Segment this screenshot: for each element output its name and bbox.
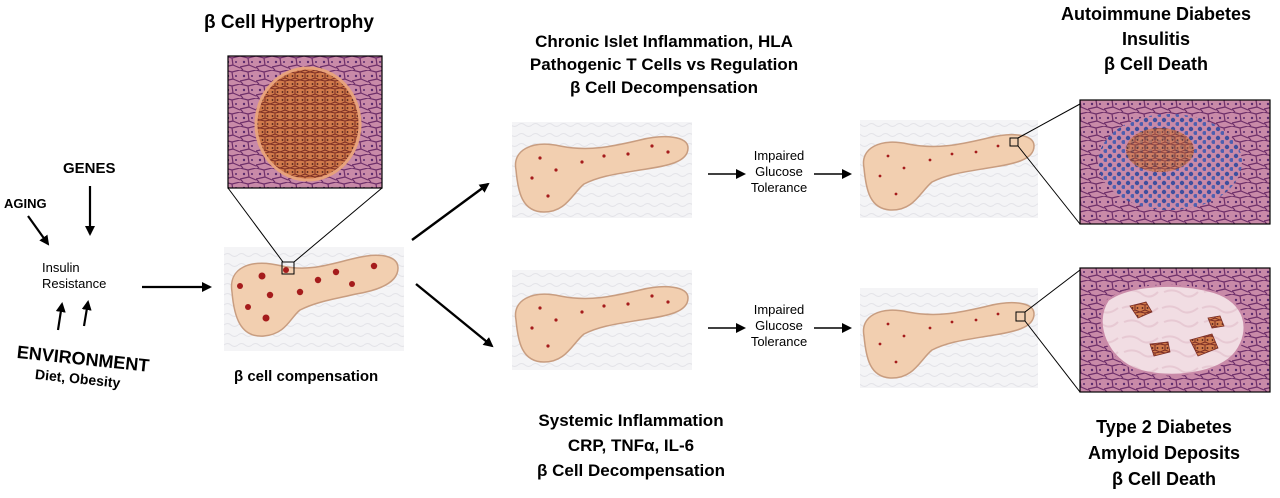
- top-pancreas-1: [512, 122, 692, 218]
- bottom-igt-label: Impaired Glucose Tolerance: [744, 302, 814, 350]
- top-path-title-line3: β Cell Decompensation: [570, 78, 758, 97]
- bottom-zoom-lines: [1024, 269, 1081, 393]
- insulin-resistance-line1: Insulin: [42, 260, 80, 275]
- top-igt-line2: Glucose: [755, 164, 803, 179]
- bottom-outcome-line1: Type 2 Diabetes: [1096, 417, 1232, 437]
- top-path-title: Chronic Islet Inflammation, HLA Pathogen…: [506, 30, 822, 99]
- insulitis-tissue-image: [1079, 99, 1271, 225]
- top-zoom-lines: [1017, 103, 1081, 225]
- bottom-outcome-line3: β Cell Death: [1111, 469, 1216, 489]
- hypertrophy-zoom-lines: [227, 187, 383, 263]
- bottom-path-title-line3: β Cell Decompensation: [537, 461, 725, 480]
- genes-label: GENES: [63, 160, 116, 177]
- bottom-pancreas-2: [860, 288, 1038, 388]
- top-outcome-line1: Autoimmune Diabetes: [1060, 4, 1252, 24]
- top-path-title-line1: Chronic Islet Inflammation, HLA: [535, 32, 793, 51]
- bottom-outcome-label: Type 2 Diabetes Amyloid Deposits β Cell …: [1056, 414, 1272, 492]
- insulin-resistance-label: Insulin Resistance: [42, 260, 106, 292]
- top-igt-label: Impaired Glucose Tolerance: [744, 148, 814, 196]
- igt-arrows: [708, 169, 852, 333]
- hypertrophy-title: β Cell Hypertrophy: [204, 12, 374, 33]
- insulin-resistance-line2: Resistance: [42, 276, 107, 291]
- top-pancreas-2: [860, 120, 1038, 218]
- bottom-path-title-line1: Systemic Inflammation: [538, 411, 724, 430]
- top-path-title-line2: Pathogenic T Cells vs Regulation: [529, 55, 799, 74]
- hypertrophy-tissue-image: [227, 55, 383, 189]
- bottom-outcome-line2: Amyloid Deposits: [1087, 443, 1241, 463]
- compensation-pancreas-panel: [224, 247, 404, 351]
- compensation-caption: β cell compensation: [234, 368, 379, 385]
- top-outcome-line2: Insulitis: [1121, 29, 1190, 49]
- top-outcome-line3: β Cell Death: [1103, 54, 1208, 74]
- amyloid-tissue-image: [1079, 267, 1271, 393]
- bottom-pancreas-1: [512, 270, 692, 370]
- bottom-igt-line3: Tolerance: [750, 334, 808, 349]
- left-input-arrows: [27, 186, 212, 331]
- top-igt-line3: Tolerance: [750, 180, 808, 195]
- bottom-path-title-line2: CRP, TNFα, IL-6: [567, 436, 695, 455]
- top-igt-line1: Impaired: [753, 148, 805, 163]
- top-outcome-label: Autoimmune Diabetes Insulitis β Cell Dea…: [1036, 2, 1276, 77]
- branch-arrows: [411, 182, 494, 348]
- bottom-igt-line1: Impaired: [753, 302, 805, 317]
- bottom-path-title: Systemic Inflammation CRP, TNFα, IL-6 β …: [506, 408, 756, 483]
- bottom-igt-line2: Glucose: [755, 318, 803, 333]
- aging-label: AGING: [4, 196, 47, 211]
